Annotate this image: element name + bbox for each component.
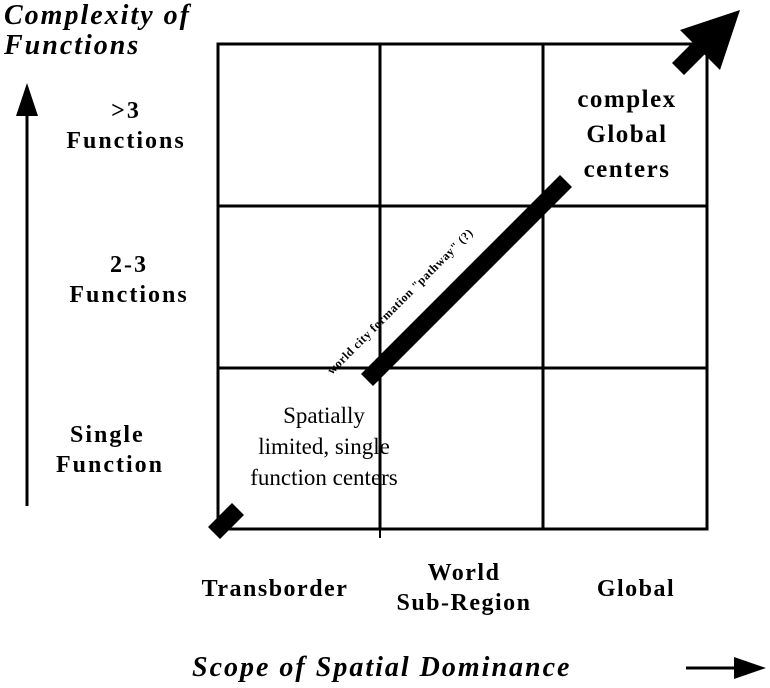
cell-top-right-line-2: Global	[586, 121, 668, 148]
row-label-low-line-1: Single	[70, 422, 145, 448]
cell-complex-global-centers: complex Global centers	[552, 82, 702, 187]
y-axis-arrow	[16, 83, 38, 506]
cell-bottom-left-line-1: Spatially	[283, 403, 365, 428]
row-label-high: >3 Functions	[52, 96, 200, 156]
cell-bottom-left-line-2: limited, single	[258, 434, 390, 459]
y-axis-title-line-1: Complexity of	[4, 0, 191, 31]
y-axis-title-line-2: Functions	[4, 30, 141, 61]
row-label-high-line-1: >3	[111, 98, 141, 124]
cell-spatially-limited: Spatially limited, single function cente…	[224, 400, 424, 493]
cell-top-right-line-1: complex	[577, 86, 677, 113]
x-axis-arrow	[686, 657, 766, 679]
pathway-segment-main	[360, 174, 573, 387]
row-label-high-line-2: Functions	[66, 128, 186, 154]
column-label-transborder-line-1: Transborder	[201, 576, 349, 602]
x-axis-title: Scope of Spatial Dominance	[192, 652, 572, 683]
matrix-grid	[216, 42, 709, 531]
cell-bottom-left-line-3: function centers	[250, 465, 398, 490]
column-label-global-line-1: Global	[596, 576, 676, 602]
pathway-segment-lower	[207, 502, 245, 540]
pathway-arrowhead	[680, 10, 740, 70]
column-label-world-sub-region-line-1: World	[427, 560, 501, 586]
row-label-mid-line-1: 2-3	[110, 252, 148, 278]
column-label-world-sub-region-line-2: Sub-Region	[396, 590, 532, 616]
pathway-segment-upper	[671, 40, 707, 76]
row-label-mid-line-2: Functions	[69, 282, 189, 308]
column-label-world-sub-region: World Sub-Region	[372, 558, 556, 618]
row-label-mid: 2-3 Functions	[54, 250, 204, 310]
column-label-transborder: Transborder	[186, 574, 364, 604]
pathway-arrow	[207, 10, 740, 540]
y-axis-title: Complexity of Functions	[4, 1, 191, 61]
row-label-low-line-2: Function	[56, 452, 165, 478]
column-label-global: Global	[572, 574, 700, 604]
row-label-low: Single Function	[56, 420, 196, 480]
cell-top-right-line-3: centers	[583, 156, 671, 183]
